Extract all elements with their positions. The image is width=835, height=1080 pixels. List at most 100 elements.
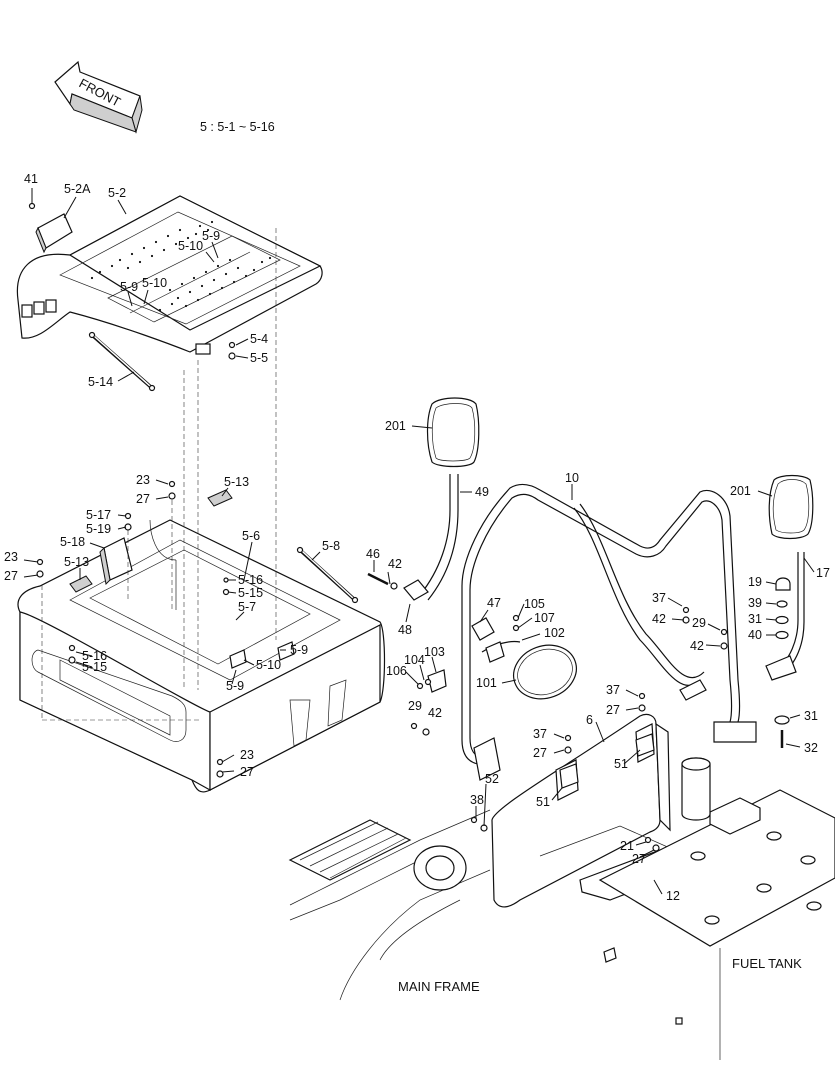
callout-40: 40 (748, 628, 762, 642)
callout-5-6: 5-6 (242, 529, 260, 543)
callout-17: 17 (816, 566, 830, 580)
callout-5-9: 5-9 (202, 229, 220, 243)
callout-23: 23 (136, 473, 150, 487)
callout-5-8: 5-8 (322, 539, 340, 553)
mirror-stay-17 (765, 552, 805, 748)
callout-23: 23 (240, 748, 254, 762)
callout-27: 27 (136, 492, 150, 506)
callout-5-18: 5-18 (60, 535, 85, 549)
callout-5-15: 5-15 (238, 586, 263, 600)
callout-42: 42 (690, 639, 704, 653)
callout-27: 27 (240, 765, 254, 779)
callout-102: 102 (544, 626, 565, 640)
bracket-5-13-b (69, 575, 93, 593)
callout-101: 101 (476, 676, 497, 690)
callout-51: 51 (536, 795, 550, 809)
callout-5-9: 5-9 (120, 280, 138, 294)
callout-201: 201 (730, 484, 751, 498)
fasteners-panel (470, 692, 660, 852)
callout-47: 47 (487, 596, 501, 610)
fasteners-mirror (367, 572, 728, 736)
callout-5-19: 5-19 (86, 522, 111, 536)
callout-5-15: 5-15 (82, 660, 107, 674)
round-mirror-101 (427, 617, 577, 700)
callout-42: 42 (388, 557, 402, 571)
callout-10: 10 (565, 471, 579, 485)
callout-5-13: 5-13 (224, 475, 249, 489)
mirror-right (768, 474, 814, 540)
floor-plate (598, 757, 835, 947)
callout-5-16: 5-16 (238, 573, 263, 587)
callout-37: 37 (533, 727, 547, 741)
mirror-stay-49 (403, 474, 459, 601)
callout-106: 106 (386, 664, 407, 678)
callout-labels: 41 5-2A 5-2 5-9 5-10 5-9 5-10 5-4 5-5 5-… (4, 172, 830, 903)
callout-5-5: 5-5 (250, 351, 268, 365)
main-frame-label: MAIN FRAME (398, 979, 480, 994)
callout-42: 42 (652, 612, 666, 626)
callout-105: 105 (524, 597, 545, 611)
callout-31: 31 (804, 709, 818, 723)
callout-19: 19 (748, 575, 762, 589)
callout-31: 31 (748, 612, 762, 626)
roof-perforations (90, 220, 272, 312)
callout-12: 12 (666, 889, 680, 903)
callout-32: 32 (804, 741, 818, 755)
callout-5-7: 5-7 (238, 600, 256, 614)
main-frame (288, 809, 721, 1060)
callout-27: 27 (632, 852, 646, 866)
callout-5-2: 5-2 (108, 186, 126, 200)
callout-37: 37 (606, 683, 620, 697)
callout-104: 104 (404, 653, 425, 667)
callout-5-9: 5-9 (290, 643, 308, 657)
callout-49: 49 (475, 485, 489, 499)
range-note: 5 : 5-1 ~ 5-16 (200, 120, 275, 134)
callout-5-17: 5-17 (86, 508, 111, 522)
callout-51: 51 (614, 757, 628, 771)
leader-lines (23, 188, 815, 895)
callout-42: 42 (428, 706, 442, 720)
hinge-5-4 (195, 341, 236, 360)
callout-21: 21 (620, 839, 634, 853)
callout-46: 46 (366, 547, 380, 561)
callout-29: 29 (408, 699, 422, 713)
guard-rail-10 (461, 483, 757, 781)
fuel-tank-label: FUEL TANK (732, 956, 802, 971)
callout-37: 37 (652, 591, 666, 605)
callout-5-9: 5-9 (226, 679, 244, 693)
canopy-roof (16, 195, 323, 353)
callout-27: 27 (4, 569, 18, 583)
callout-38: 38 (470, 793, 484, 807)
callout-5-10: 5-10 (142, 276, 167, 290)
callout-29: 29 (692, 616, 706, 630)
alignment-lines (41, 228, 277, 721)
front-arrow-icon: FRONT (54, 60, 143, 134)
callout-23: 23 (4, 550, 18, 564)
callout-5-10: 5-10 (178, 239, 203, 253)
callout-27: 27 (533, 746, 547, 760)
callout-103: 103 (424, 645, 445, 659)
callout-6: 6 (586, 713, 593, 727)
callout-5-10: 5-10 (256, 658, 281, 672)
callout-48: 48 (398, 623, 412, 637)
fasteners-cab (36, 480, 295, 778)
cab-lower-body (17, 519, 386, 793)
callout-5-13: 5-13 (64, 555, 89, 569)
latch-bracket (28, 202, 73, 254)
mirror-left (426, 397, 480, 468)
callout-5-14: 5-14 (88, 375, 113, 389)
callout-41: 41 (24, 172, 38, 186)
gas-strut-roof (88, 331, 156, 392)
callout-5-16: 5-16 (82, 649, 107, 663)
callout-52: 52 (485, 772, 499, 786)
gas-strut-cab (296, 546, 359, 604)
latch-5-18 (99, 537, 133, 586)
callout-39: 39 (748, 596, 762, 610)
callout-107: 107 (534, 611, 555, 625)
callout-27: 27 (606, 703, 620, 717)
callout-5-4: 5-4 (250, 332, 268, 346)
bracket-5-13-a (207, 489, 233, 507)
callout-201: 201 (385, 419, 406, 433)
callout-5-2a: 5-2A (64, 182, 91, 196)
